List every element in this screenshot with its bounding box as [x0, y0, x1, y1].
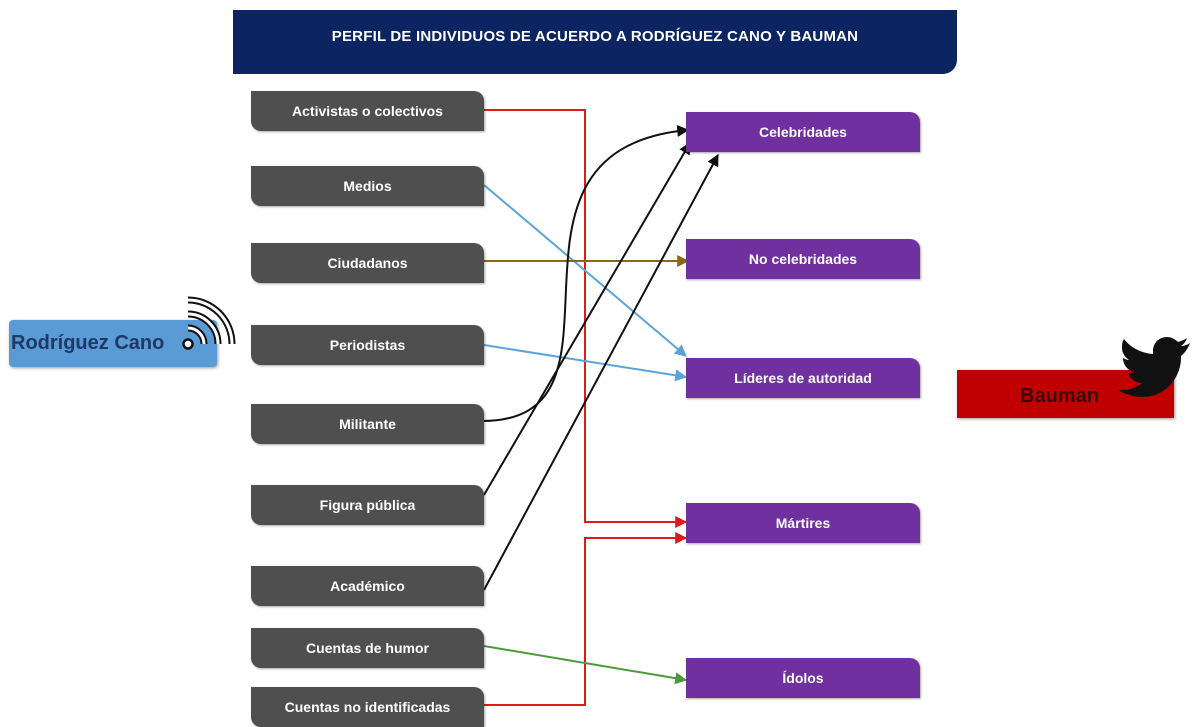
- link-cuentas-no-identificadas-martires: [484, 532, 688, 706]
- diagram-title: PERFIL DE INDIVIDUOS DE ACUERDO A RODRÍG…: [233, 10, 957, 74]
- box-ciudadanos: Ciudadanos: [251, 243, 484, 283]
- rodriguez-cano-label: Rodríguez Cano: [11, 332, 165, 354]
- box-activistas: Activistas o colectivos: [251, 91, 484, 131]
- link-medios-lideres: [483, 184, 687, 357]
- box-academico: Académico: [251, 566, 484, 606]
- link-activistas-martires: [484, 109, 688, 528]
- link-humor-idolos: [483, 645, 688, 685]
- box-periodistas: Periodistas: [251, 325, 484, 365]
- link-periodistas-lideres: [483, 344, 688, 382]
- box-militante: Militante: [251, 404, 484, 444]
- box-martires: Mártires: [686, 503, 920, 543]
- link-figura-celebridades: [483, 141, 691, 496]
- signal-waves-icon: [182, 296, 236, 350]
- box-figura-publica: Figura pública: [251, 485, 484, 525]
- box-cuentas-no-identificadas: Cuentas no identificadas: [251, 687, 484, 727]
- box-idolos: Ídolos: [686, 658, 920, 698]
- box-celebridades: Celebridades: [686, 112, 920, 152]
- box-medios: Medios: [251, 166, 484, 206]
- link-militante-celebridades: [481, 125, 690, 422]
- bauman-label: Bauman: [1020, 385, 1099, 407]
- twitter-bird-icon: [1118, 337, 1190, 397]
- box-no-celebridades: No celebridades: [686, 239, 920, 279]
- box-lideres-autoridad: Líderes de autoridad: [686, 358, 920, 398]
- link-academico-celebridades: [483, 153, 719, 591]
- box-cuentas-humor: Cuentas de humor: [251, 628, 484, 668]
